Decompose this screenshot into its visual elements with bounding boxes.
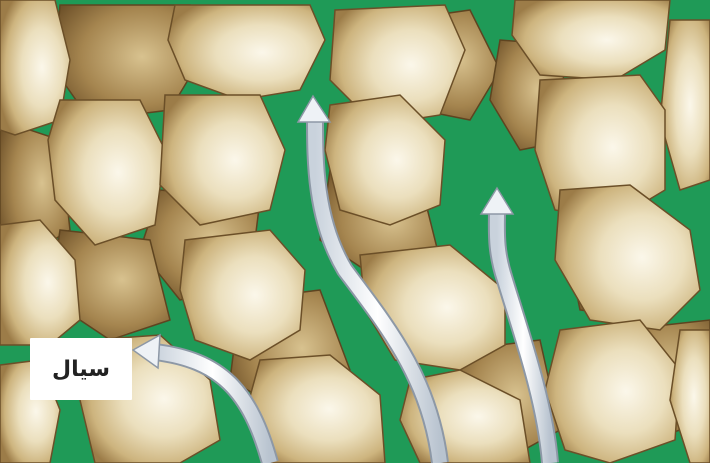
fluid-label: سیال bbox=[52, 357, 110, 382]
fluid-label-box: سیال bbox=[30, 338, 132, 400]
